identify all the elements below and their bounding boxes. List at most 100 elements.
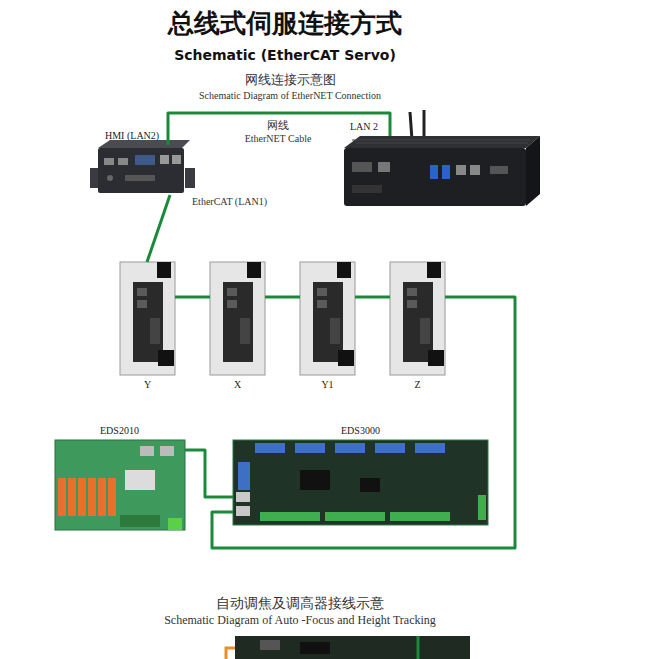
motion-board-part (390, 512, 450, 521)
device-label: Y1 (321, 379, 333, 390)
device-label: HMI (LAN2) (105, 130, 159, 141)
ethernet-cable (212, 297, 515, 548)
servo-drive-part (330, 318, 340, 344)
hmi-unit-part (98, 140, 190, 148)
motion-board-part (255, 443, 285, 453)
industrial-pc-part (352, 162, 372, 172)
servo-drive-part (247, 262, 261, 278)
hmi-unit-part (98, 148, 184, 193)
io-board-part (108, 478, 116, 516)
servo-drive-part (227, 300, 237, 308)
servo-drive: Y1 (300, 262, 355, 375)
servo-drive: Z (390, 262, 445, 375)
motion-board-part (233, 440, 488, 525)
caption-label: Schematic Diagram of EtherNET Connection (199, 90, 381, 101)
io-board-part (125, 470, 155, 490)
height-controller-board-part (226, 648, 235, 659)
caption-label: 网线连接示意图 (245, 71, 336, 89)
caption-label: EtherNET Cable (245, 133, 312, 144)
servo-drive-part (120, 262, 175, 375)
hmi-unit-part (118, 158, 128, 165)
industrial-pc-part (442, 165, 450, 179)
device-label: EDS3000 (341, 425, 380, 436)
hmi-device: HMI (LAN2) (95, 145, 190, 195)
industrial-pc-part (423, 110, 426, 140)
device-label: Z (414, 379, 420, 390)
industrial-pc-part (352, 140, 530, 141)
servo-drive-part (240, 318, 250, 344)
io-board-part (98, 478, 106, 516)
motion-board-part (295, 443, 325, 453)
industrial-pc-part (490, 166, 508, 174)
servo-drive-part (300, 262, 355, 375)
servo-drive-part (317, 288, 327, 296)
height-controller-board-part (260, 640, 280, 650)
servo-drive-part (210, 262, 265, 375)
servo-drive-part (428, 350, 444, 366)
servo-drive: Y (120, 262, 175, 375)
edge-label: 网线 (265, 118, 291, 133)
device-label: LAN 2 (350, 121, 378, 132)
device-label: Y (144, 379, 151, 390)
industrial-pc-part (526, 136, 540, 206)
servo-drive: X (210, 262, 265, 375)
height-controller-board-part (417, 636, 420, 659)
ethernet-cable (168, 113, 390, 145)
servo-drive-part (157, 262, 171, 278)
industrial-pc-part (352, 185, 382, 193)
io-board-part (78, 478, 86, 516)
io-board-part (68, 478, 76, 516)
hmi-unit-part (135, 155, 155, 165)
servo-drive-part (158, 350, 174, 366)
industrial-pc-part (378, 162, 390, 172)
servo-drive-part (227, 288, 237, 296)
title: 总线式伺服连接方式 (168, 6, 402, 41)
servo-drive-part (420, 318, 430, 344)
caption-label: Schematic Diagram of Auto -Focus and Hei… (164, 613, 436, 628)
motion-board-part (238, 462, 250, 490)
industrial-pc-part (410, 112, 412, 140)
ethernet-cable (185, 450, 233, 497)
motion-board-part (236, 506, 250, 516)
servo-drive-part (390, 262, 445, 375)
servo-drive-part (137, 300, 147, 308)
servo-drive-part (317, 300, 327, 308)
servo-drive-part (407, 288, 417, 296)
servo-drive-part (337, 262, 351, 278)
io-board-part (140, 446, 154, 456)
io-board (55, 440, 185, 530)
motion-board-part (335, 443, 365, 453)
motion-board-part (236, 492, 250, 502)
height-controller-board-part (235, 636, 470, 659)
hmi-unit-part (107, 175, 113, 181)
motion-board-part (478, 495, 486, 520)
servo-drive-part (407, 300, 417, 308)
height-controller-board (226, 636, 470, 659)
io-board-part (58, 478, 66, 516)
servo-drive-part (137, 288, 147, 296)
motion-board-part (375, 443, 405, 453)
industrial-pc-part (430, 165, 438, 179)
motion-board-part (415, 443, 445, 453)
device-label: X (234, 379, 241, 390)
servo-drive-part (338, 350, 354, 366)
servo-drive-part (223, 282, 253, 362)
device-label: EDS2010 (100, 425, 139, 436)
hmi-unit-part (104, 158, 114, 165)
io-board: EDS2010 (55, 440, 185, 530)
motion-board-part (260, 512, 320, 521)
servo-drive (120, 262, 445, 375)
industrial-pc (344, 110, 540, 206)
ethernet-cable (265, 296, 300, 299)
hmi-unit (90, 140, 195, 193)
industrial-pc-part (344, 136, 540, 148)
ethernet-cable (175, 296, 210, 299)
hmi-unit-part (172, 155, 181, 164)
servo-drive-part (150, 318, 160, 344)
industrial-pc-part (470, 165, 480, 175)
motion-board-part (325, 512, 385, 521)
hmi-unit-part (185, 168, 195, 188)
io-board-part (168, 518, 182, 530)
industrial-pc-part (356, 143, 528, 144)
